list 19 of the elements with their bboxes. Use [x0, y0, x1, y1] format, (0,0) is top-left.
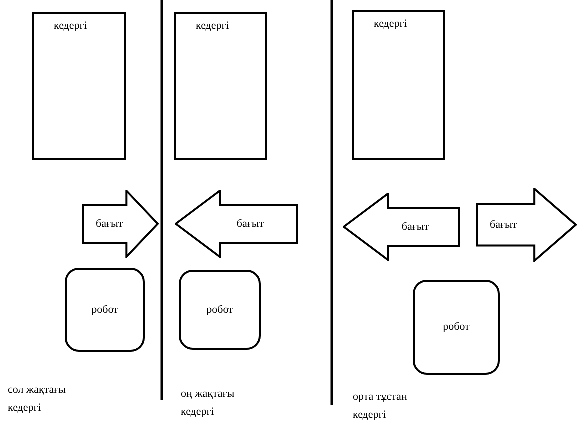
robot-box: [179, 270, 261, 350]
node-text: бағыт: [96, 216, 124, 232]
robot-box: [65, 268, 145, 352]
obstacle-box: [174, 12, 267, 160]
robot-box: [413, 280, 500, 375]
obstacle-box: [352, 10, 445, 160]
caption-text: орта тұстан кедергі: [353, 390, 408, 421]
node-text: робот: [443, 320, 470, 336]
caption-text: оң жақтағы кедергі: [181, 387, 236, 420]
node-text: бағыт: [490, 218, 518, 233]
node-text: кедергі: [54, 19, 88, 34]
node-text: кедергі: [196, 19, 230, 34]
caption-text: сол жақтағы кедергі: [8, 383, 68, 416]
node-text: робот: [206, 302, 234, 318]
obstacle-box: [32, 12, 126, 160]
node-text: робот: [92, 302, 118, 318]
node-text: кедергі: [374, 17, 408, 32]
node-text: бағыт: [236, 216, 264, 232]
node-text: бағыт: [402, 220, 430, 235]
